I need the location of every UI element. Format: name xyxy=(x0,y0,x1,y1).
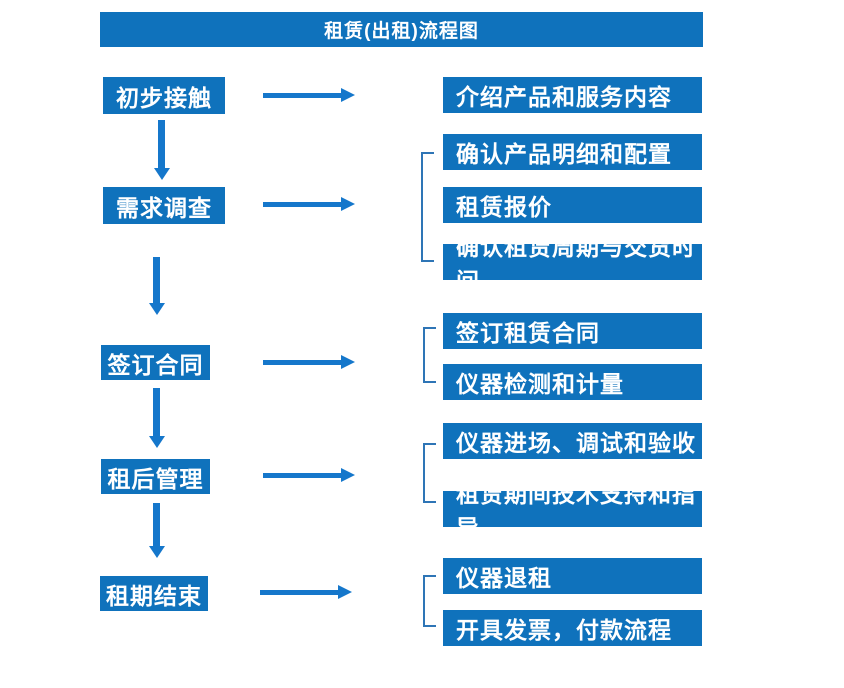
step-box-sign-contract: 签订合同 xyxy=(101,345,210,380)
step-box-initial-contact: 初步接触 xyxy=(103,77,225,114)
detail-box-sign-rental-contract: 签订租赁合同 xyxy=(443,313,702,349)
right-arrow-icon xyxy=(263,88,355,102)
bracket-group-post-rental xyxy=(423,443,436,503)
down-arrow-icon xyxy=(148,257,165,315)
detail-box-confirm-product-config: 确认产品明细和配置 xyxy=(443,134,702,170)
detail-box-instrument-testing: 仪器检测和计量 xyxy=(443,364,702,400)
step-box-rental-end: 租期结束 xyxy=(100,576,208,611)
right-arrow-icon xyxy=(263,197,355,211)
detail-box-invoice-payment: 开具发票，付款流程 xyxy=(443,610,702,646)
flowchart-title: 租赁(出租)流程图 xyxy=(100,12,703,47)
step-box-demand-survey: 需求调查 xyxy=(103,187,225,224)
bracket-group-rental-end xyxy=(423,575,436,627)
detail-box-instrument-return: 仪器退租 xyxy=(443,558,702,594)
right-arrow-icon xyxy=(263,355,355,369)
detail-box-tech-support: 租赁期间技术支持和指导 xyxy=(443,481,702,541)
down-arrow-icon xyxy=(153,120,170,180)
detail-box-confirm-period-delivery: 确认租赁周期与交货时间 xyxy=(443,234,702,294)
down-arrow-icon xyxy=(148,503,165,558)
right-arrow-icon xyxy=(263,468,355,482)
step-box-post-rental-management: 租后管理 xyxy=(101,459,210,494)
detail-box-instrument-setup-acceptance: 仪器进场、调试和验收 xyxy=(443,423,702,459)
bracket-group-sign-contract xyxy=(423,327,436,383)
right-arrow-icon xyxy=(260,585,352,599)
down-arrow-icon xyxy=(148,388,165,448)
detail-box-rental-quote: 租赁报价 xyxy=(443,187,702,223)
detail-box-introduce-products: 介绍产品和服务内容 xyxy=(443,77,702,113)
bracket-group-demand-survey xyxy=(421,152,434,262)
